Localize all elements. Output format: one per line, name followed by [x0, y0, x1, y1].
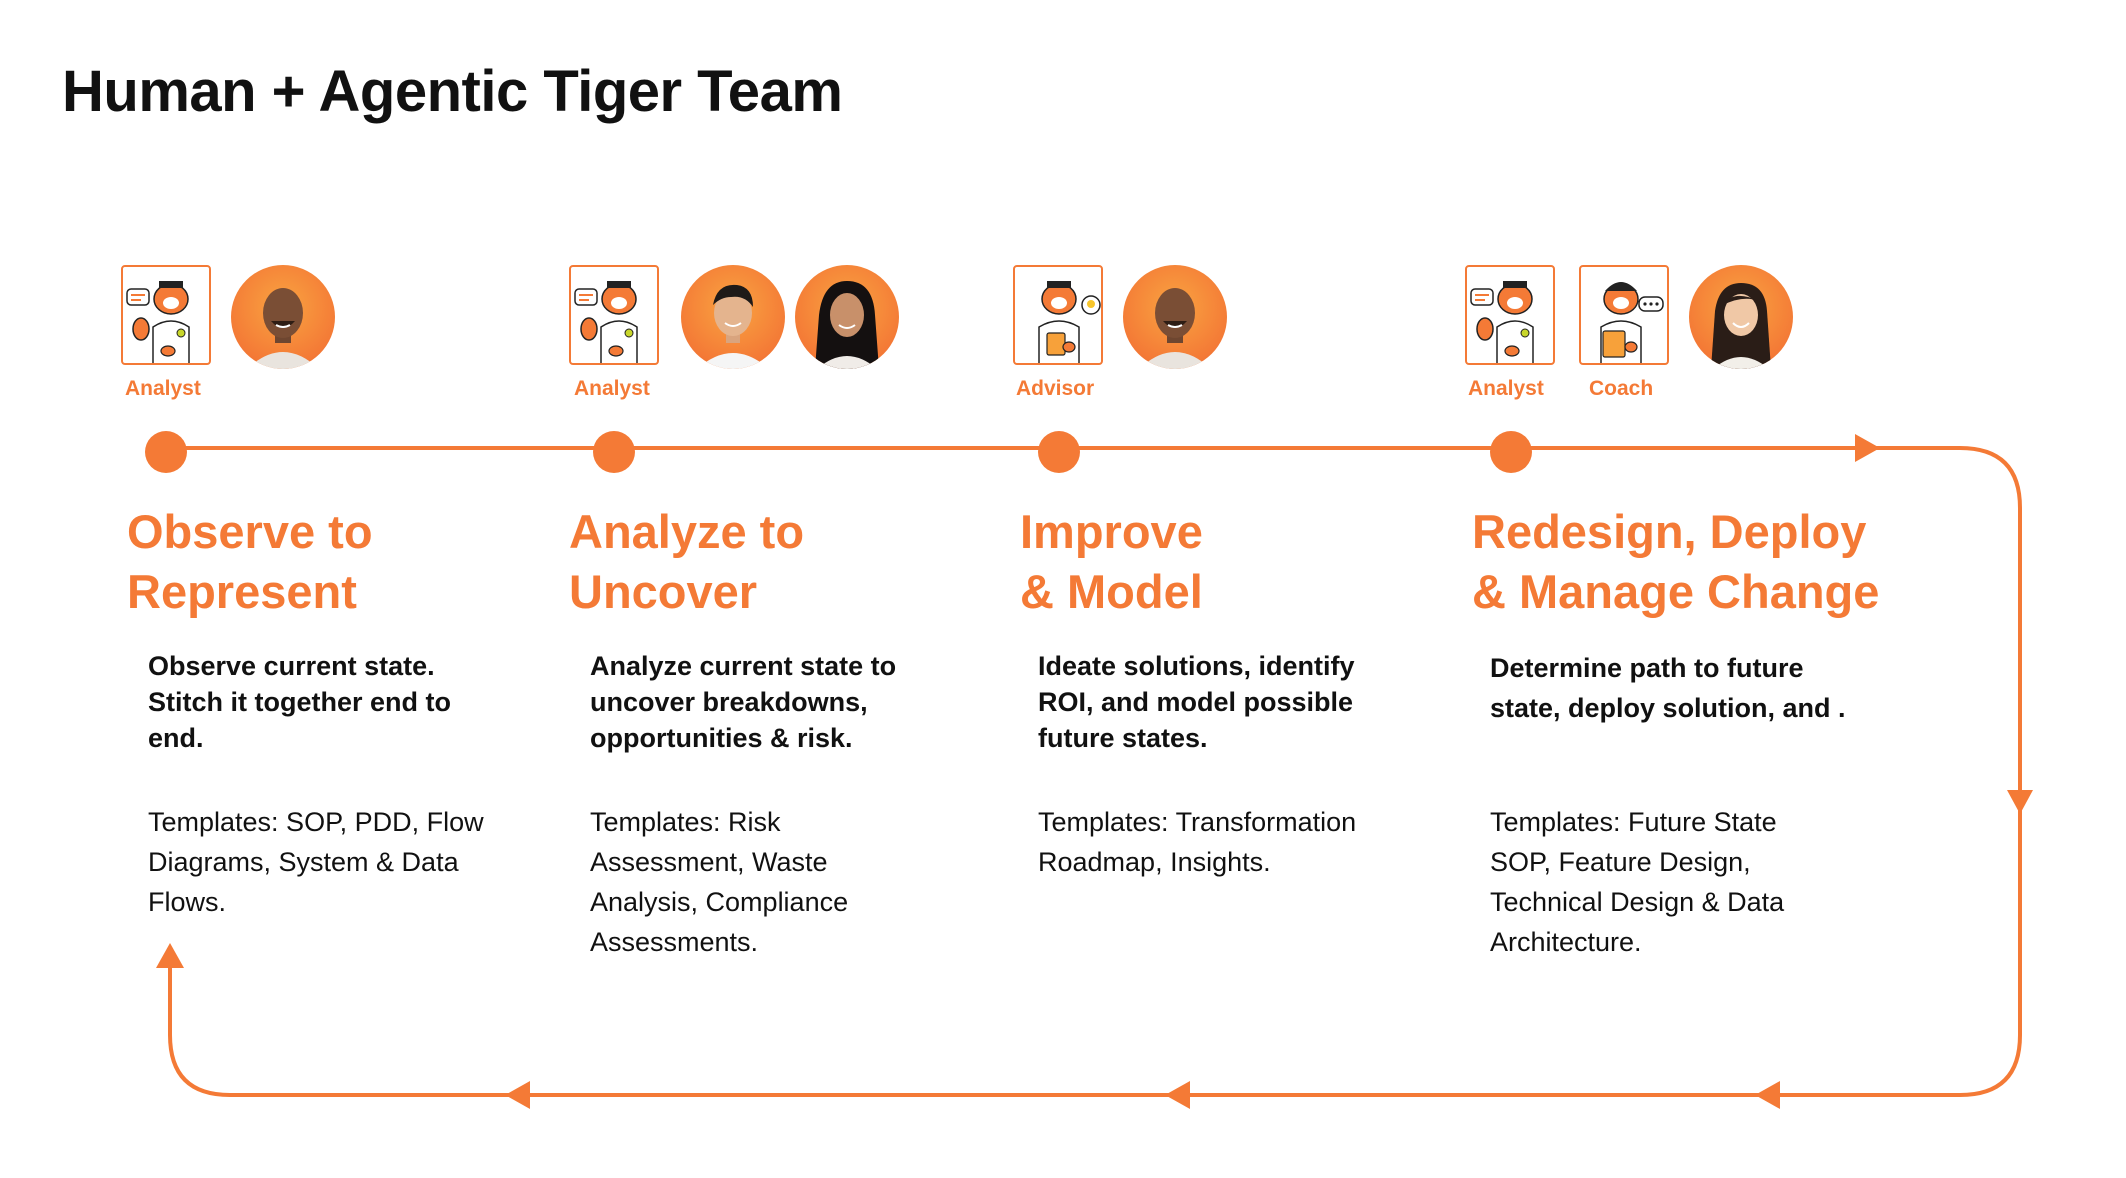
- step-2-team: Analyst: [569, 265, 909, 415]
- arrow-left-icon: [1755, 1081, 1780, 1109]
- step-4-heading: Redesign, Deploy & Manage Change: [1472, 505, 1880, 618]
- step-4-team: Analyst Coach: [1465, 265, 1805, 415]
- arrow-down-icon: [2007, 790, 2033, 814]
- step-2-templates: Templates: Risk Assessment, Waste Analys…: [590, 807, 849, 957]
- human-analyst-avatar: [231, 265, 335, 369]
- arrow-up-icon: [156, 943, 184, 968]
- step-4-templates: Templates: Future State SOP, Feature Des…: [1490, 807, 1785, 957]
- human-avatar: [681, 265, 785, 369]
- step-2-heading: Analyze to Uncover: [569, 505, 805, 618]
- step-1-team: Analyst: [121, 265, 361, 415]
- step-node-3: [1038, 431, 1080, 473]
- human-avatar: [1689, 265, 1793, 369]
- step-2-description: Analyze current state to uncover breakdo…: [590, 651, 897, 753]
- step-3-description: Ideate solutions, identify ROI, and mode…: [1038, 651, 1355, 753]
- role-label: Analyst: [574, 377, 650, 400]
- arrow-right-icon: [1855, 434, 1880, 462]
- return-loop-path: [168, 446, 2022, 1097]
- step-node-4: [1490, 431, 1532, 473]
- step-node-1: [145, 431, 187, 473]
- tiger-analyst-icon: [1465, 265, 1555, 365]
- role-label: Advisor: [1016, 377, 1095, 400]
- step-1-heading: Observe to Represent: [127, 505, 373, 618]
- role-label: Analyst: [1468, 377, 1544, 400]
- role-label: Coach: [1589, 377, 1654, 400]
- step-4-description: Determine path to future state, deploy s…: [1490, 653, 1846, 723]
- tiger-coach-icon: [1579, 265, 1669, 365]
- step-3-team: Advisor: [1013, 265, 1253, 415]
- tiger-advisor-icon: [1013, 265, 1103, 365]
- page-title: Human + Agentic Tiger Team: [62, 59, 843, 124]
- step-1-description: Observe current state. Stitch it togethe…: [148, 651, 451, 753]
- human-advisor-avatar: [1123, 265, 1227, 369]
- arrow-left-icon: [1165, 1081, 1190, 1109]
- arrow-left-icon: [505, 1081, 530, 1109]
- tiger-analyst-icon: [569, 265, 659, 365]
- human-avatar: [795, 265, 899, 369]
- tiger-analyst-icon: [121, 265, 211, 365]
- step-node-2: [593, 431, 635, 473]
- step-3-templates: Templates: Transformation Roadmap, Insig…: [1038, 807, 1357, 877]
- role-label: Analyst: [125, 377, 201, 400]
- step-3-heading: Improve & Model: [1020, 505, 1203, 618]
- step-1-templates: Templates: SOP, PDD, Flow Diagrams, Syst…: [148, 807, 484, 917]
